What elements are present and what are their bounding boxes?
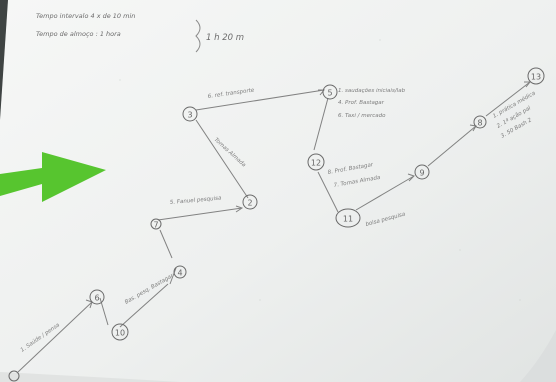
note-top-right-1: 1. saudações iniciais/lab: [338, 88, 406, 94]
note-top-right-3: 6. Taxi / mercado: [338, 113, 386, 119]
node-label-8: 8: [477, 119, 482, 128]
header-line-2: Tempo de almoço : 1 hora: [36, 30, 121, 38]
node-label-9: 9: [419, 169, 424, 178]
node-label-12: 12: [311, 159, 321, 168]
node-label-2: 2: [247, 199, 252, 208]
note-top-right-2: 4. Prof. Bastagar: [338, 100, 385, 106]
node-label-7: 7: [153, 221, 158, 230]
node-label-13: 13: [531, 73, 541, 82]
node-label-11: 11: [343, 215, 353, 224]
node-label-10: 10: [115, 329, 125, 338]
node-label-6: 6: [94, 294, 99, 303]
node-label-5: 5: [327, 89, 332, 98]
node-label-4: 4: [177, 269, 182, 278]
header-line-1: Tempo intervalo 4 x de 10 min: [36, 12, 135, 20]
header-total: 1 h 20 m: [206, 33, 244, 43]
node-label-3: 3: [187, 111, 192, 120]
